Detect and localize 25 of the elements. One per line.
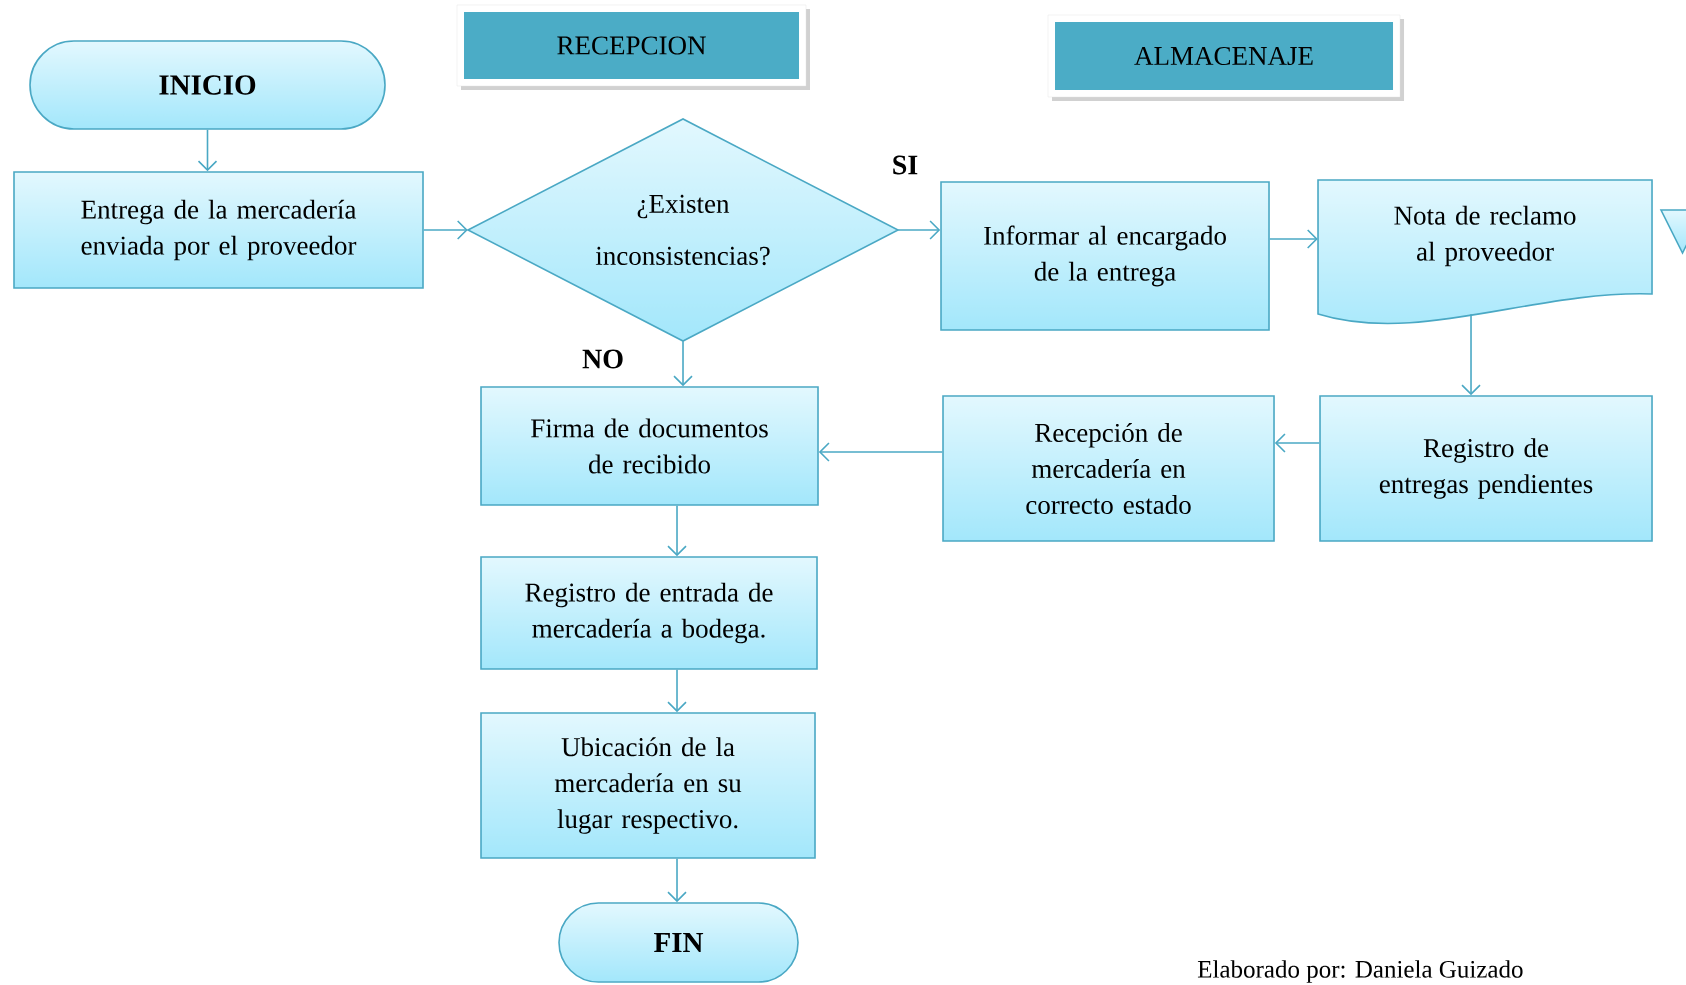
process-box: Recepción de mercadería en correcto estado (942, 395, 1275, 542)
author-note: Elaborado por: Daniela Guizado (1197, 960, 1523, 983)
arrow (818, 442, 943, 462)
process-box: Registro de entrada de mercadería a bodega. (480, 556, 818, 670)
header-box: RECEPCION (456, 4, 810, 90)
arrow (423, 220, 468, 240)
process-box: Registro de entregas pendientes (1319, 395, 1653, 542)
arrow (667, 505, 687, 557)
process-box: Ubicación de la mercadería en su lugar respectivo. (480, 712, 816, 859)
process-box: Informar al encargado de la entrega (940, 181, 1270, 331)
arrow (1274, 433, 1320, 453)
arrow (673, 340, 693, 387)
process-box: Entrega de la mercadería enviada por el proveedor (13, 171, 424, 289)
arrow (1461, 313, 1481, 396)
process-box: Firma de documentos de recibido (480, 386, 819, 506)
edge-label: NO (580, 347, 626, 371)
document-box: Nota de reclamo al proveedor (1317, 179, 1653, 325)
header-box: ALMACENAJE (1047, 14, 1404, 101)
arrow (667, 858, 687, 903)
arrow (1269, 229, 1318, 249)
terminator-box: INICIO (29, 40, 386, 130)
arrow (197, 129, 218, 172)
arrow (897, 220, 941, 240)
terminator-box: FIN (558, 902, 799, 983)
arrow (667, 669, 687, 713)
